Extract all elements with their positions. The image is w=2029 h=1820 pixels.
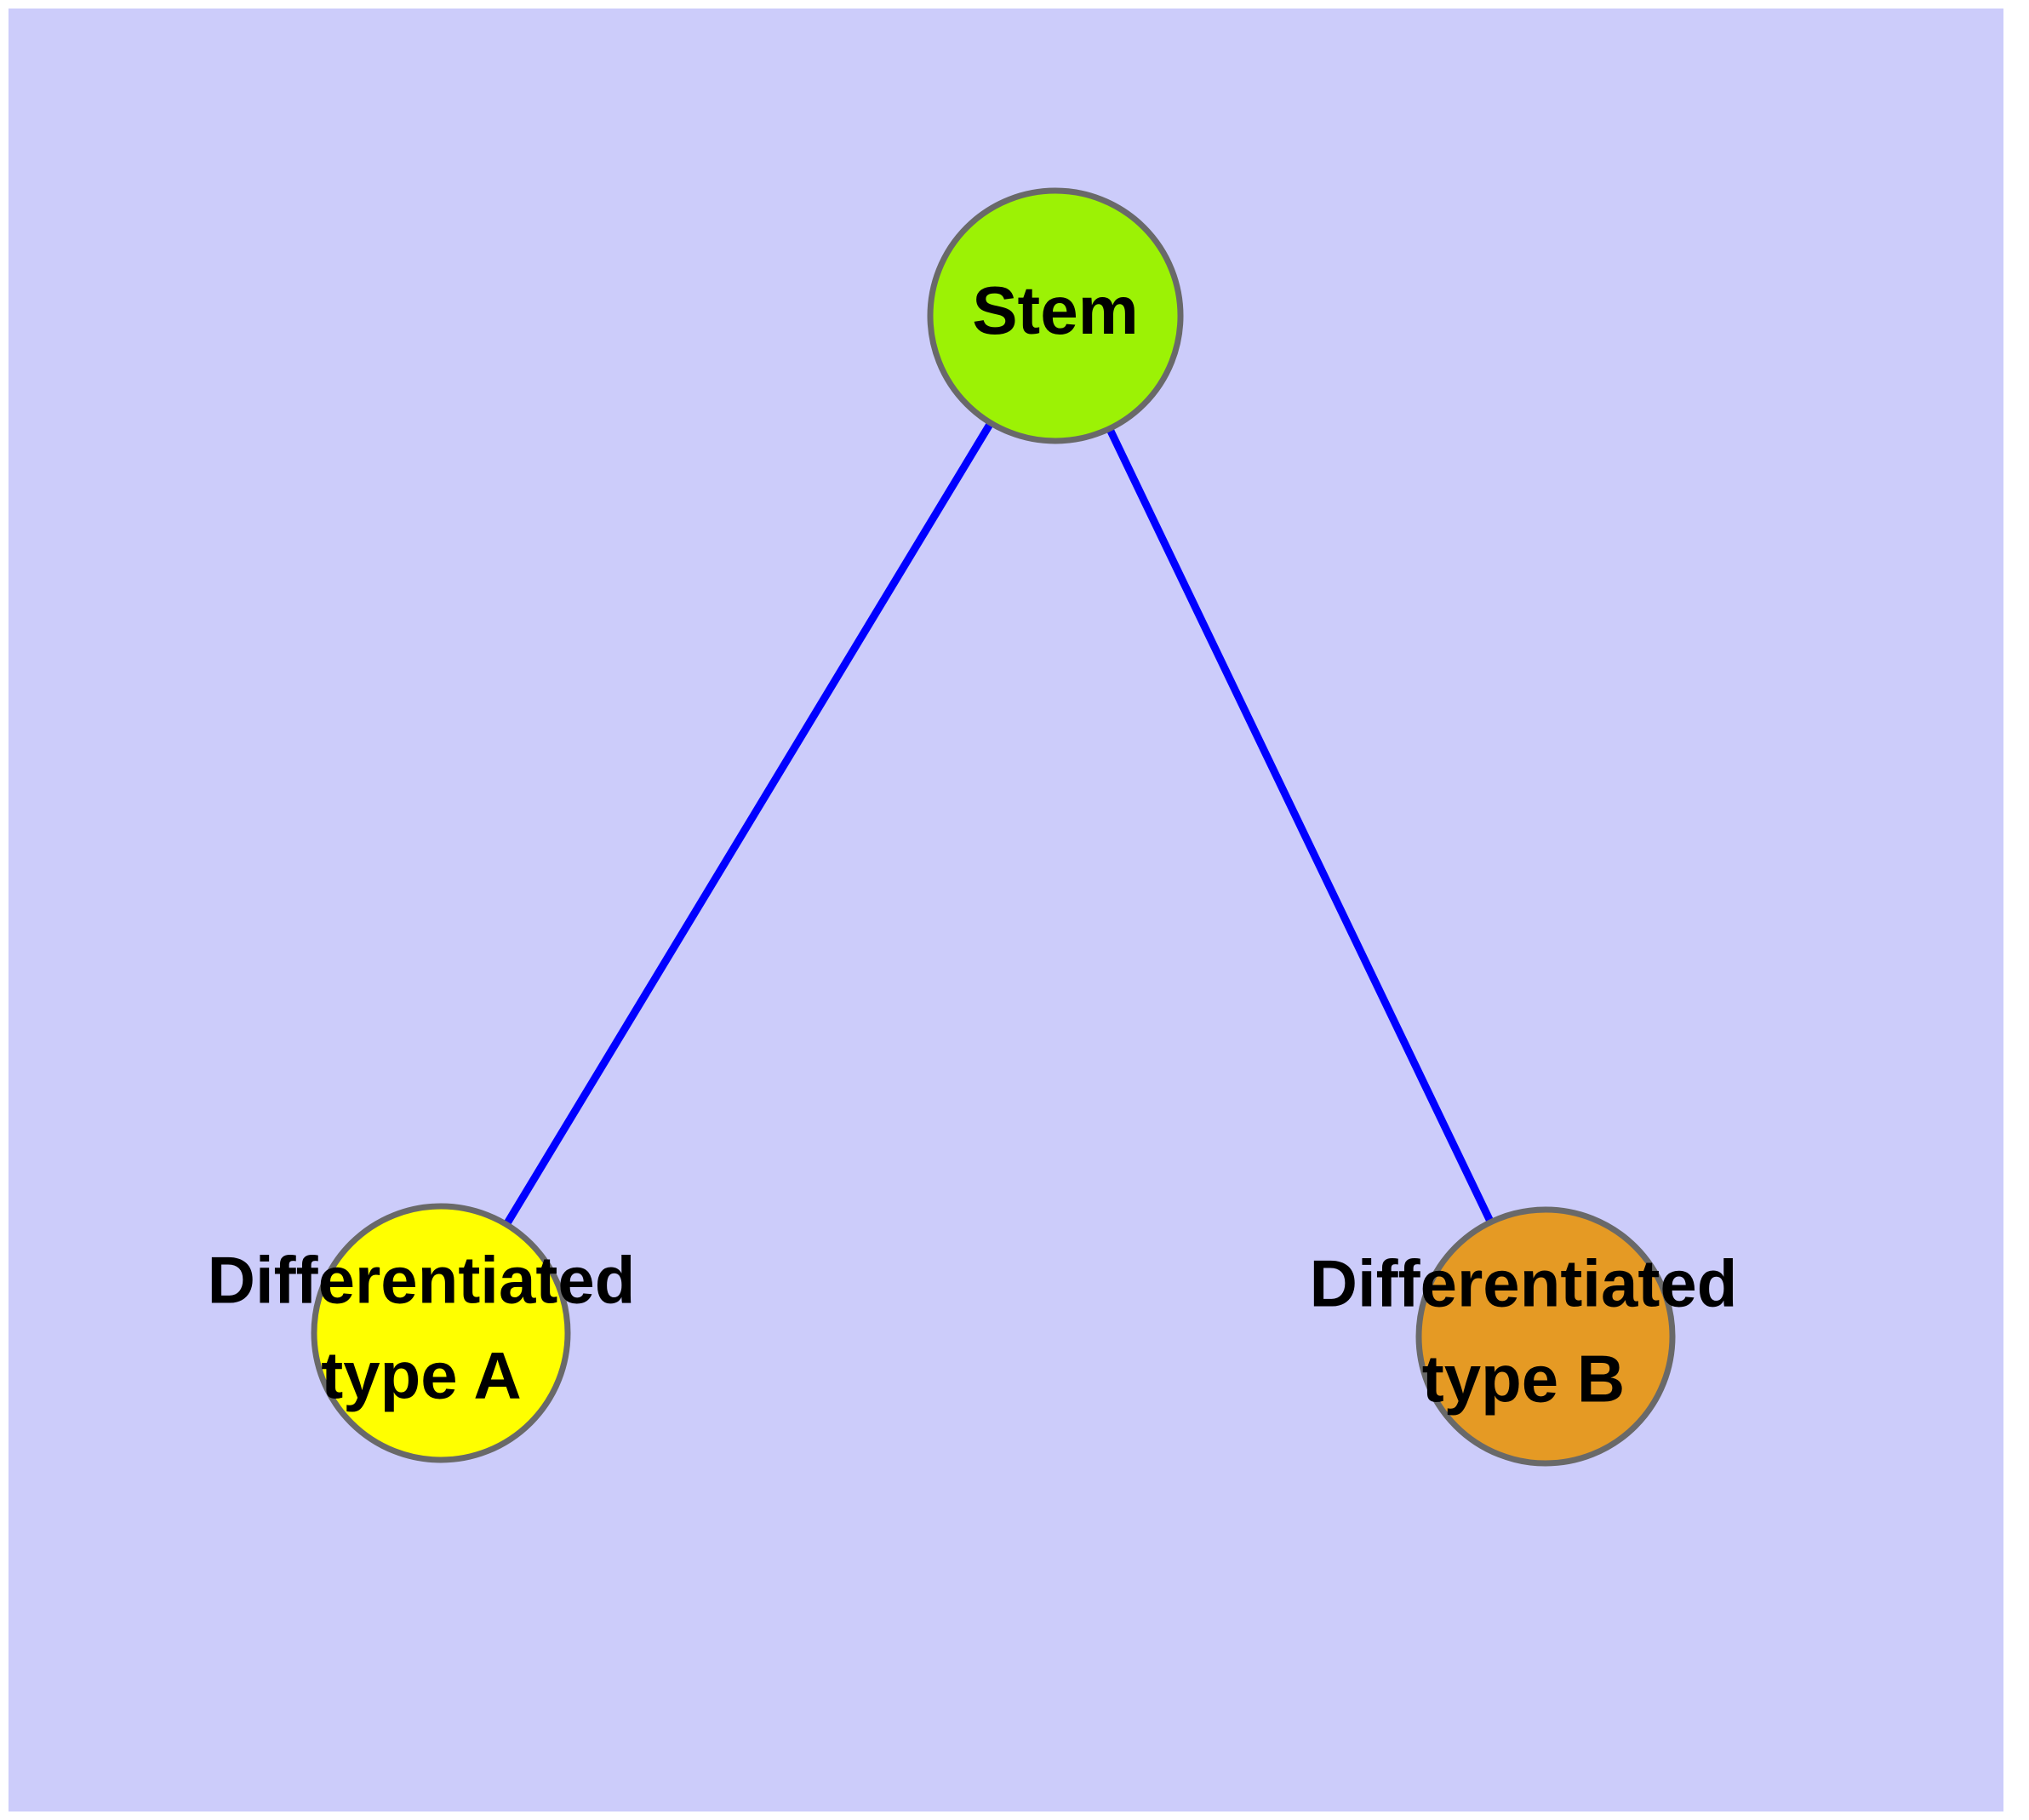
nodes-group — [311, 187, 1676, 1467]
node-label-differentiated-type-a-line1: Differentiated — [208, 1243, 636, 1318]
node-differentiated-type-a[interactable] — [311, 1203, 571, 1463]
node-label-stem: Stem — [972, 272, 1139, 348]
edge-stem-to-differentiated-type-b[interactable] — [1051, 314, 1550, 1338]
edge-stem-to-differentiated-type-a[interactable] — [437, 313, 1059, 1336]
node-label-differentiated-type-a-line2: type A — [321, 1338, 522, 1413]
node-stem[interactable] — [927, 187, 1184, 444]
edges-group — [437, 313, 1550, 1338]
node-label-differentiated-type-b-line2: type B — [1422, 1342, 1625, 1417]
node-label-differentiated-type-b-line1: Differentiated — [1310, 1246, 1738, 1321]
node-differentiated-type-b[interactable] — [1415, 1206, 1676, 1467]
node-labels-group: Stem Differentiated type A Differentiate… — [208, 272, 1738, 1416]
